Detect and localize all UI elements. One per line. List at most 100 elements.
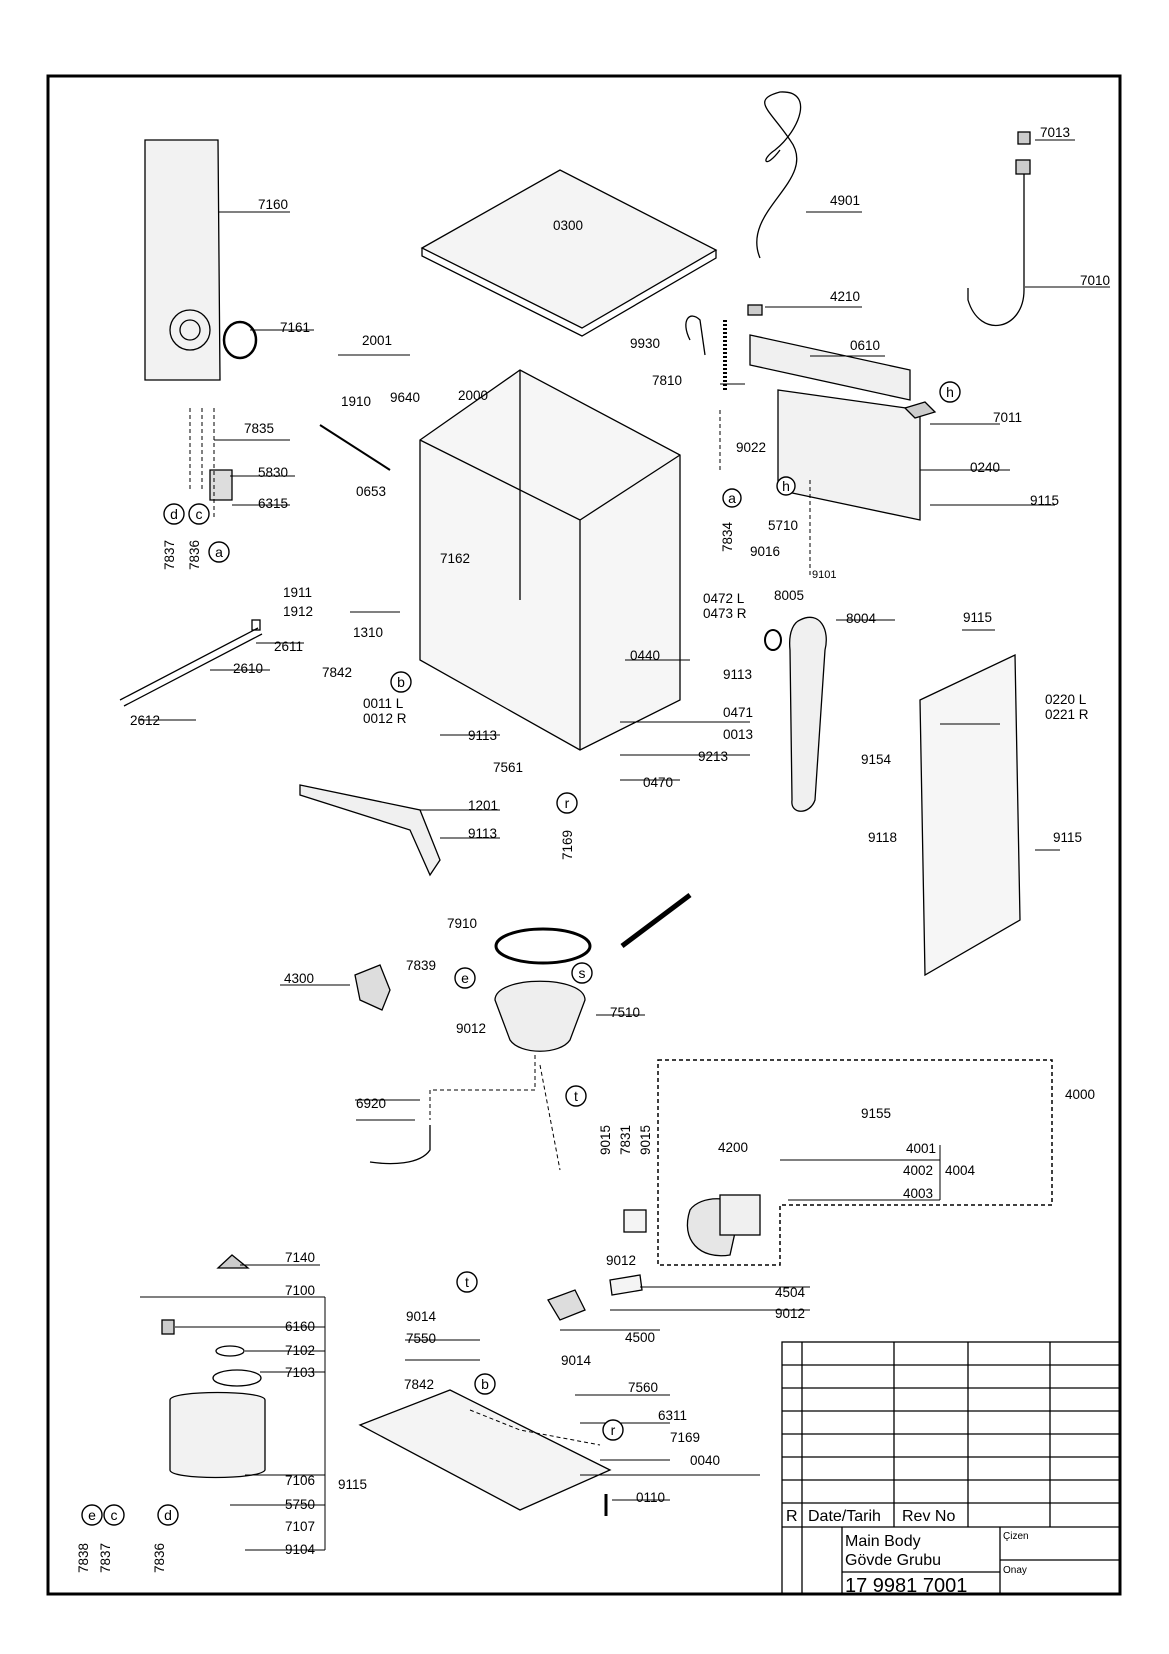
callout-c-bottom bbox=[103, 1504, 125, 1526]
part-label-4901: 4901 bbox=[830, 193, 860, 208]
part-4300-shape bbox=[354, 964, 391, 1011]
part-label-9113-bottom: 9113 bbox=[468, 826, 497, 841]
part-label-7838: 7838 bbox=[76, 1543, 91, 1573]
part-label-7550: 7550 bbox=[406, 1331, 436, 1346]
part-label-0240: 0240 bbox=[970, 460, 1000, 475]
part-label-9115-right-top: 9115 bbox=[1030, 493, 1059, 508]
part-label-4200: 4200 bbox=[718, 1140, 748, 1155]
part-label-9014-mid: 9014 bbox=[561, 1353, 592, 1368]
part-label-0653: 0653 bbox=[356, 484, 386, 499]
part-label-7837-bottom: 7837 bbox=[98, 1543, 113, 1573]
part-label-6160: 6160 bbox=[285, 1319, 315, 1334]
callout-b-bottom bbox=[474, 1373, 496, 1395]
part-label-6315: 6315 bbox=[258, 496, 288, 511]
part-label-1310: 1310 bbox=[353, 625, 383, 640]
rotated-part-labels: 7837 7836 7834 7169 9015 7831 9015 7838 … bbox=[76, 521, 735, 1573]
part-label-1912: 1912 bbox=[283, 604, 313, 619]
part-label-7161: 7161 bbox=[280, 320, 310, 335]
callout-letter: d bbox=[164, 1507, 172, 1523]
part-label-7013: 7013 bbox=[1040, 125, 1070, 140]
callout-r-top bbox=[556, 792, 578, 814]
base-0040-shape bbox=[358, 1389, 612, 1511]
part-label-9015-left: 9015 bbox=[598, 1125, 613, 1155]
part-label-7107: 7107 bbox=[285, 1519, 315, 1534]
part-label-4210: 4210 bbox=[830, 289, 860, 304]
callout-e-bottom bbox=[81, 1504, 103, 1526]
callout-letter: e bbox=[88, 1507, 96, 1523]
part-label-5710: 5710 bbox=[768, 518, 798, 533]
callout-letter: r bbox=[611, 1422, 616, 1438]
title-block-text: R Date/Tarih Rev No Main Body Gövde Grub… bbox=[786, 1508, 1029, 1597]
part-label-4001: 4001 bbox=[906, 1141, 936, 1156]
part-label-9154: 9154 bbox=[861, 752, 892, 767]
ring-7161-shape bbox=[222, 320, 258, 360]
part-label-9014-left: 9014 bbox=[406, 1309, 437, 1324]
part-label-0610: 0610 bbox=[850, 338, 880, 353]
part-label-9104: 9104 bbox=[285, 1542, 316, 1557]
part-1201-shape bbox=[299, 784, 441, 877]
part-label-9012-right: 9012 bbox=[775, 1306, 805, 1321]
part-label-6920: 6920 bbox=[356, 1096, 386, 1111]
drawing-frame bbox=[46, 74, 1122, 1596]
part-label-0471: 0471 bbox=[723, 705, 753, 720]
callout-letter: a bbox=[215, 544, 223, 560]
part-label-9113-mid: 9113 bbox=[468, 728, 497, 743]
part-label-9640: 9640 bbox=[390, 390, 420, 405]
connector-7013-shape bbox=[1017, 131, 1031, 145]
part-label-7910: 7910 bbox=[447, 916, 477, 931]
callout-h-top bbox=[939, 381, 961, 403]
part-label-6311: 6311 bbox=[658, 1408, 687, 1423]
callout-letter: c bbox=[196, 506, 203, 522]
part-label-8004: 8004 bbox=[846, 611, 877, 626]
sump-7510-shape bbox=[494, 980, 586, 1052]
callout-e-mid bbox=[454, 967, 476, 989]
hose-9930-shape bbox=[685, 315, 706, 356]
part-label-4000: 4000 bbox=[1065, 1087, 1095, 1102]
arm-8004-shape bbox=[789, 616, 827, 812]
callout-c-top bbox=[188, 503, 210, 525]
rev-col-date: Date/Tarih bbox=[808, 1508, 881, 1525]
part-label-7169-top: 7169 bbox=[560, 830, 575, 860]
valve-7835-shape bbox=[209, 469, 233, 501]
part-0610-shape bbox=[749, 334, 911, 401]
part-label-9012-pump: 9012 bbox=[606, 1253, 636, 1268]
title-block bbox=[781, 1341, 1121, 1595]
part-label-2611: 2611 bbox=[274, 639, 303, 654]
part-label-9115-base: 9115 bbox=[338, 1477, 367, 1492]
part-label-0221: 0221 R bbox=[1045, 707, 1089, 722]
part-label-5750: 5750 bbox=[285, 1497, 315, 1512]
part-label-9118: 9118 bbox=[868, 830, 897, 845]
callout-letter: t bbox=[574, 1088, 578, 1104]
part-label-9113-right: 9113 bbox=[723, 667, 752, 682]
part-label-7837-top: 7837 bbox=[162, 540, 177, 570]
callout-letter: a bbox=[728, 490, 736, 506]
part-label-7169-bottom: 7169 bbox=[670, 1430, 700, 1445]
approved-by-label: Onay bbox=[1003, 1565, 1027, 1576]
part-label-0470: 0470 bbox=[643, 775, 673, 790]
part-label-0012: 0012 R bbox=[363, 711, 407, 726]
part-label-5830: 5830 bbox=[258, 465, 288, 480]
callout-letter: t bbox=[465, 1274, 469, 1290]
part-label-0440: 0440 bbox=[630, 648, 660, 663]
part-label-2612: 2612 bbox=[130, 713, 160, 728]
part-label-9115-side: 9115 bbox=[963, 610, 992, 625]
part-label-0220: 0220 L bbox=[1045, 692, 1087, 707]
part-label-7103: 7103 bbox=[285, 1365, 315, 1380]
part-label-7842-bottom: 7842 bbox=[404, 1377, 434, 1392]
part-label-1201: 1201 bbox=[468, 798, 498, 813]
drawing-number: 17 9981 7001 bbox=[845, 1575, 967, 1597]
drawn-by-label: Çizen bbox=[1003, 1531, 1029, 1542]
part-label-7102: 7102 bbox=[285, 1343, 315, 1358]
part-label-7160: 7160 bbox=[258, 197, 288, 212]
part-label-9016: 9016 bbox=[750, 544, 780, 559]
part-label-0473: 0473 R bbox=[703, 606, 747, 621]
part-label-7100: 7100 bbox=[285, 1283, 315, 1298]
callout-circles bbox=[81, 381, 961, 1526]
part-label-4300: 4300 bbox=[284, 971, 314, 986]
part-label-0013: 0013 bbox=[723, 727, 753, 742]
lid-0300-shape bbox=[420, 169, 718, 329]
callout-letters: d c a a h h b r e s t t b r e c d bbox=[88, 384, 954, 1523]
part-label-7836-top: 7836 bbox=[187, 540, 202, 570]
callout-b-top bbox=[390, 671, 412, 693]
